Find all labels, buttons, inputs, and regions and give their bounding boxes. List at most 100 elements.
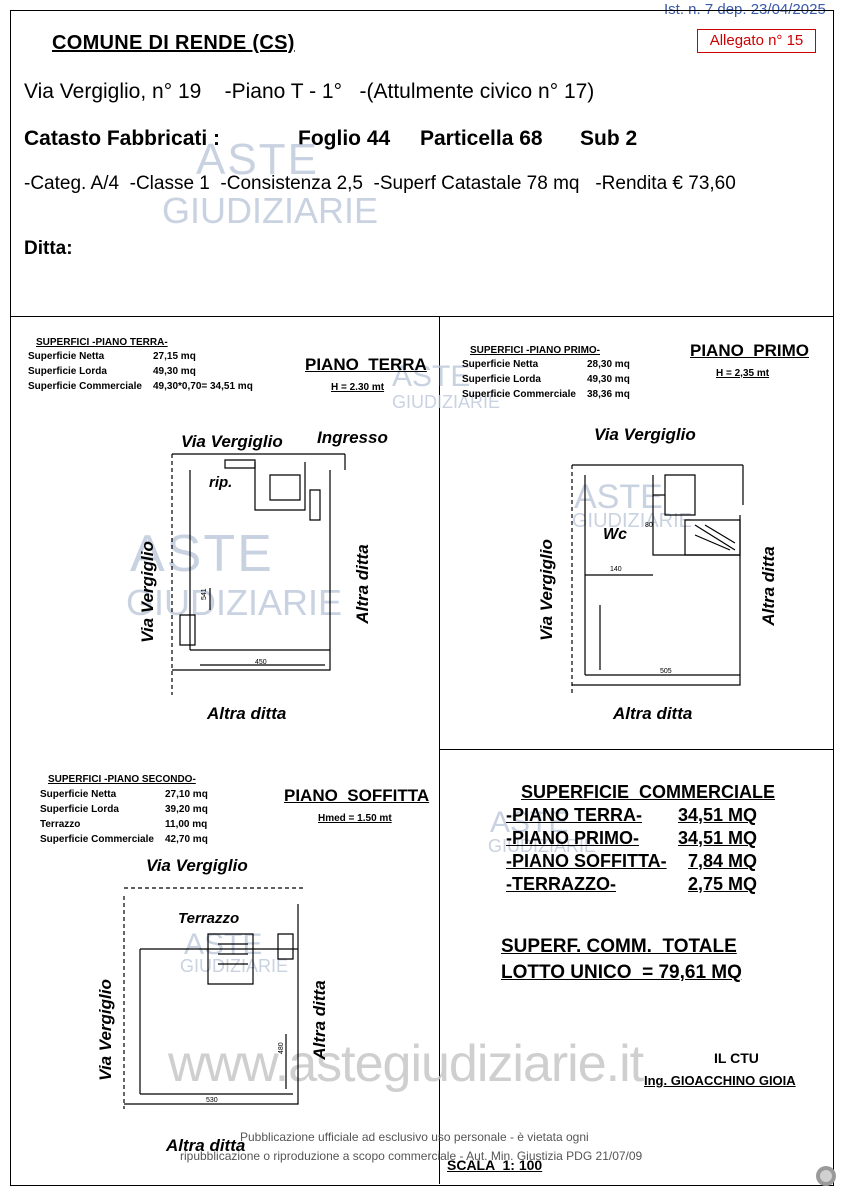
row-value: 27,10 mq [165,789,208,800]
pt-title: PIANO TERRA [305,355,427,374]
row-value: 2,75 MQ [688,874,758,894]
ctu-name: Ing. GIOACCHINO GIOIA [644,1073,796,1088]
row-label: Superficie Lorda [40,804,119,815]
row-value: 34,51 MQ [678,828,758,848]
row-value: 11,00 mq [165,819,208,830]
row-label: Terrazzo [40,819,81,830]
table-row: Terrazzo 11,00 mq [40,817,208,832]
table-row: Superficie Commerciale 49,30*0,70= 34,51… [28,379,253,394]
row-label: Superficie Lorda [28,366,107,377]
deposit-stamp: Ist. n. 7 dep. 23/04/2025 [664,1,826,18]
ps-dim-w: 530 [206,1097,218,1104]
table-row: Superficie Lorda 49,30 mq [462,372,630,387]
pt-surface-table: Superficie Netta 27,15 mq Superficie Lor… [28,349,253,394]
watermark-aste-header: ASTE [196,135,319,184]
comm-total-label: SUPERF. COMM. TOTALE [501,936,737,957]
table-row: -PIANO PRIMO- 34,51 MQ [506,827,757,850]
comm-title: SUPERFICIE COMMERCIALE [521,782,776,802]
footer-line2: ripubblicazione o riproduzione a scopo c… [180,1149,643,1163]
watermark-giudiziarie-comm: GIUDIZIARIE [488,836,597,856]
sub-value: Sub 2 [580,127,638,150]
row-label: Superficie Commerciale [40,834,154,845]
row-label: Superficie Commerciale [462,389,576,400]
watermark-giudiziarie-pt-title: GIUDIZIARIE [392,392,501,412]
watermark-site: www.astegiudiziarie.it [168,1035,644,1093]
ps-dim-h: 480 [278,1042,285,1054]
pt-ingresso: Ingresso [317,428,388,447]
watermark-giudiziarie-pt: GIUDIZIARIE [126,582,343,623]
pp-dim-b: 80 [645,522,653,529]
row-label: Superficie Commerciale [28,381,142,392]
row-value: 39,20 mq [165,804,208,815]
watermark-giudiziarie-soff: GIUDIZIARIE [180,956,289,976]
pp-right-label: Altra ditta [759,546,778,626]
particella-value: Particella 68 [420,127,543,150]
watermark-aste-pp: ASTE [574,478,663,516]
vertical-divider [439,316,440,1184]
ps-top-street: Via Vergiglio [146,856,248,875]
pp-floor-plan: 505 140 80 [571,464,744,695]
footer-line1: Pubblicazione ufficiale ad esclusivo uso… [240,1130,589,1144]
seal-icon [816,1166,836,1186]
pp-dim-w: 505 [660,668,672,675]
pt-table-title: SUPERFICI -PIANO TERRA- [36,337,168,348]
table-row: Superficie Commerciale 42,70 mq [40,832,208,847]
pt-top-street: Via Vergiglio [181,432,283,451]
row-value: 34,51 MQ [678,805,758,825]
table-row: Superficie Netta 27,10 mq [40,787,208,802]
table-row: Superficie Lorda 49,30 mq [28,364,253,379]
comm-table: -PIANO TERRA- 34,51 MQ -PIANO PRIMO- 34,… [506,804,757,896]
pt-rip: rip. [209,474,233,491]
table-row: -PIANO SOFFITTA- 7,84 MQ [506,850,757,873]
address-line: Via Vergiglio, n° 19 -Piano T - 1° -(Att… [24,80,595,103]
row-label: Superficie Netta [28,351,105,362]
mid-divider [439,749,833,750]
pp-height: H = 2,35 mt [716,368,770,379]
foglio-value: Foglio 44 [298,127,391,150]
ps-left-street: Via Vergiglio [96,979,115,1081]
ps-table-title: SUPERFICI -PIANO SECONDO- [48,774,196,785]
ps-bottom-label: Altra ditta [166,1136,246,1155]
table-row: -PIANO TERRA- 34,51 MQ [506,804,757,827]
catasto-label: Catasto Fabbricati : [24,127,221,150]
pp-wc: Wc [603,526,627,543]
ps-right-label: Altra ditta [310,980,329,1060]
watermark-giudiziarie-header: GIUDIZIARIE [162,190,379,231]
pt-height: H = 2.30 mt [331,382,385,393]
row-value: 49,30 mq [587,374,630,385]
ps-floor-plan: 530 480 [123,887,303,1109]
categ-line: -Categ. A/4 -Classe 1 -Consistenza 2,5 -… [24,173,736,194]
table-row: Superficie Commerciale 38,36 mq [462,387,630,402]
pp-left-street: Via Vergiglio [537,539,556,641]
watermark-aste-pt: ASTE [130,525,274,583]
ps-surface-table: Superficie Netta 27,10 mq Superficie Lor… [40,787,208,847]
pp-surface-table: Superficie Netta 28,30 mq Superficie Lor… [462,357,630,402]
page-frame [10,10,834,1186]
row-value: 49,30*0,70= 34,51 mq [153,381,253,392]
table-row: -TERRAZZO- 2,75 MQ [506,873,757,896]
pt-dim-w: 450 [255,659,267,666]
row-label: Superficie Netta [462,359,539,370]
pt-bottom-label: Altra ditta [207,704,287,723]
pp-top-street: Via Vergiglio [594,425,696,444]
allegato-label: Allegato n° 15 [697,29,816,53]
watermark-aste-pt-title: ASTE [392,360,471,393]
row-label: Superficie Netta [40,789,117,800]
ps-terrazzo: Terrazzo [178,910,240,927]
pt-left-street: Via Vergiglio [138,541,157,643]
pp-table-title: SUPERFICI -PIANO PRIMO- [470,345,601,356]
pp-bottom-label: Altra ditta [613,704,693,723]
pp-dim-a: 140 [610,566,622,573]
table-row: Superficie Netta 27,15 mq [28,349,253,364]
row-value: 49,30 mq [153,366,196,377]
comune-title: COMUNE DI RENDE (CS) [52,32,295,54]
pt-dim-h: 541 [201,588,208,600]
row-value: 27,15 mq [153,351,196,362]
row-value: 38,36 mq [587,389,630,400]
row-label: Superficie Lorda [462,374,541,385]
scala-label: SCALA 1: 100 [447,1157,543,1173]
ps-title: PIANO SOFFITTA [284,786,430,805]
ditta-label: Ditta: [24,238,73,259]
row-value: 42,70 mq [165,834,208,845]
table-row: Superficie Netta 28,30 mq [462,357,630,372]
